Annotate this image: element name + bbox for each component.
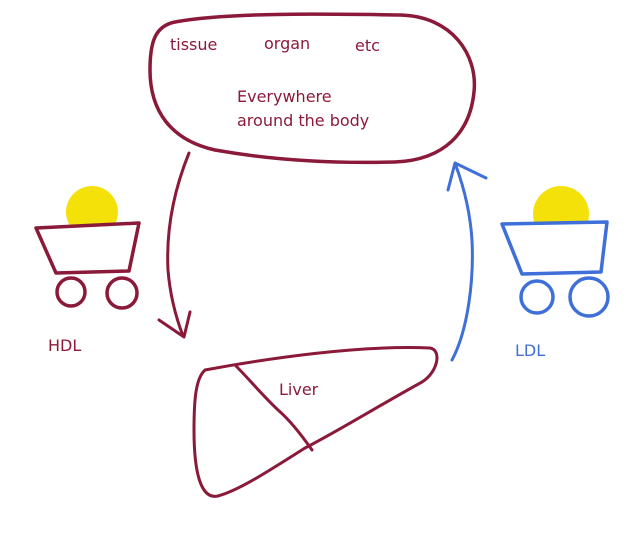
hdl-cart-basket bbox=[34, 221, 141, 275]
label-ldl: LDL bbox=[515, 341, 546, 360]
hdl-cart-wheel-left bbox=[55, 276, 87, 308]
label-everywhere: Everywhere bbox=[237, 87, 332, 106]
body-oval bbox=[148, 12, 477, 165]
ldl-cart-wheel-left bbox=[519, 279, 555, 315]
hdl-arrow-head bbox=[157, 310, 192, 339]
liver-lobe-divider bbox=[234, 364, 314, 452]
label-liver: Liver bbox=[279, 380, 319, 399]
hdl-arrow bbox=[166, 151, 191, 338]
label-organ: organ bbox=[264, 34, 311, 53]
label-around-the-body: around the body bbox=[237, 111, 370, 130]
label-hdl: HDL bbox=[48, 336, 82, 355]
ldl-arrow bbox=[450, 164, 474, 362]
hdl-cart-wheel-right bbox=[105, 276, 139, 310]
ldl-arrow-head bbox=[446, 161, 488, 192]
label-tissue: tissue bbox=[170, 35, 218, 54]
liver-shape bbox=[192, 346, 439, 498]
ldl-cart-wheel-right bbox=[568, 276, 610, 318]
ldl-cart-basket bbox=[500, 220, 609, 276]
label-etc: etc bbox=[355, 36, 380, 55]
ldl-cart-icon bbox=[500, 186, 610, 318]
hdl-cart-icon bbox=[34, 186, 141, 310]
